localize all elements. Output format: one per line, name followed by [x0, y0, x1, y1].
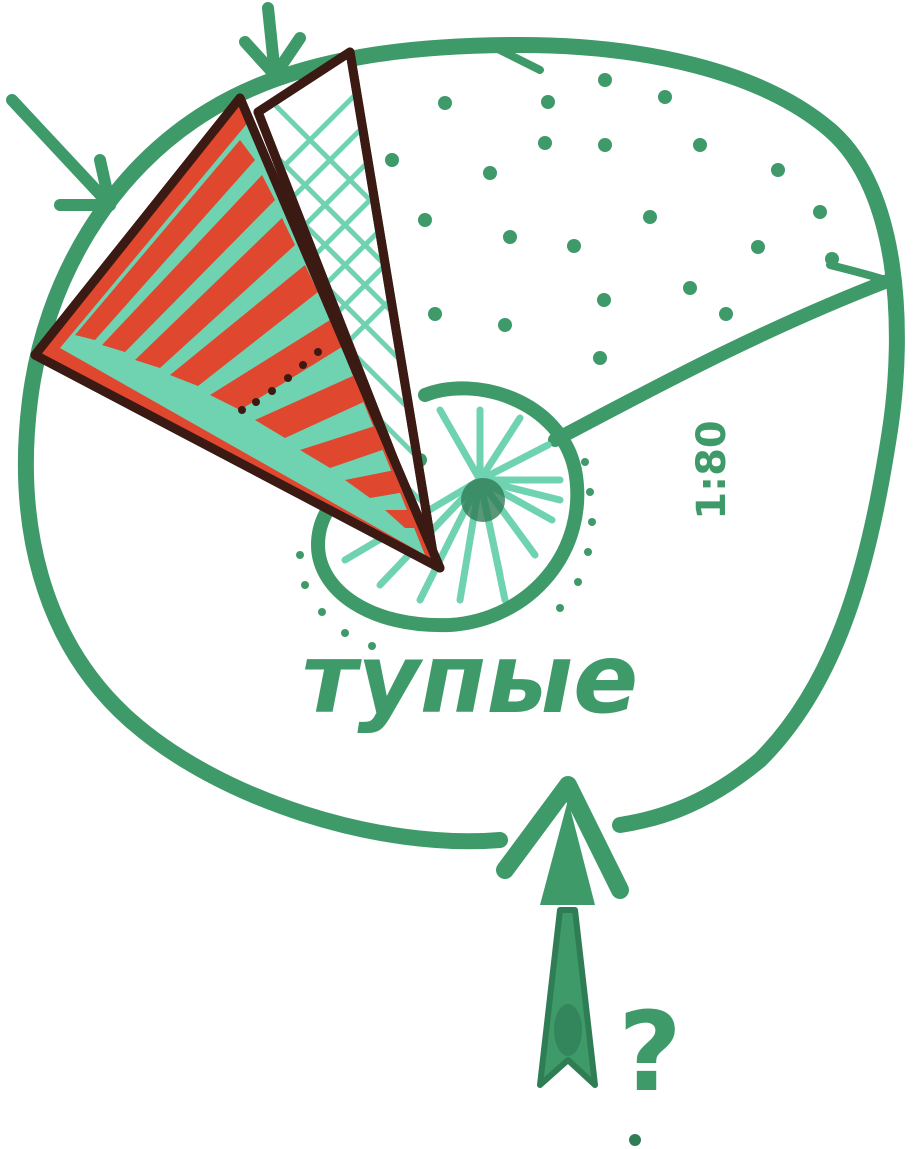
question-mark-dot	[629, 1134, 641, 1146]
center-word-label: тупые	[302, 623, 638, 735]
sector-divider-tail	[830, 265, 885, 280]
side-note: 1:80	[689, 420, 735, 520]
arrow-left-pointer	[12, 100, 110, 205]
bottom-up-arrow	[505, 785, 620, 1085]
question-mark: ?	[618, 988, 682, 1116]
arrow-top-pointer	[245, 8, 300, 75]
dotted-sector	[385, 73, 839, 365]
